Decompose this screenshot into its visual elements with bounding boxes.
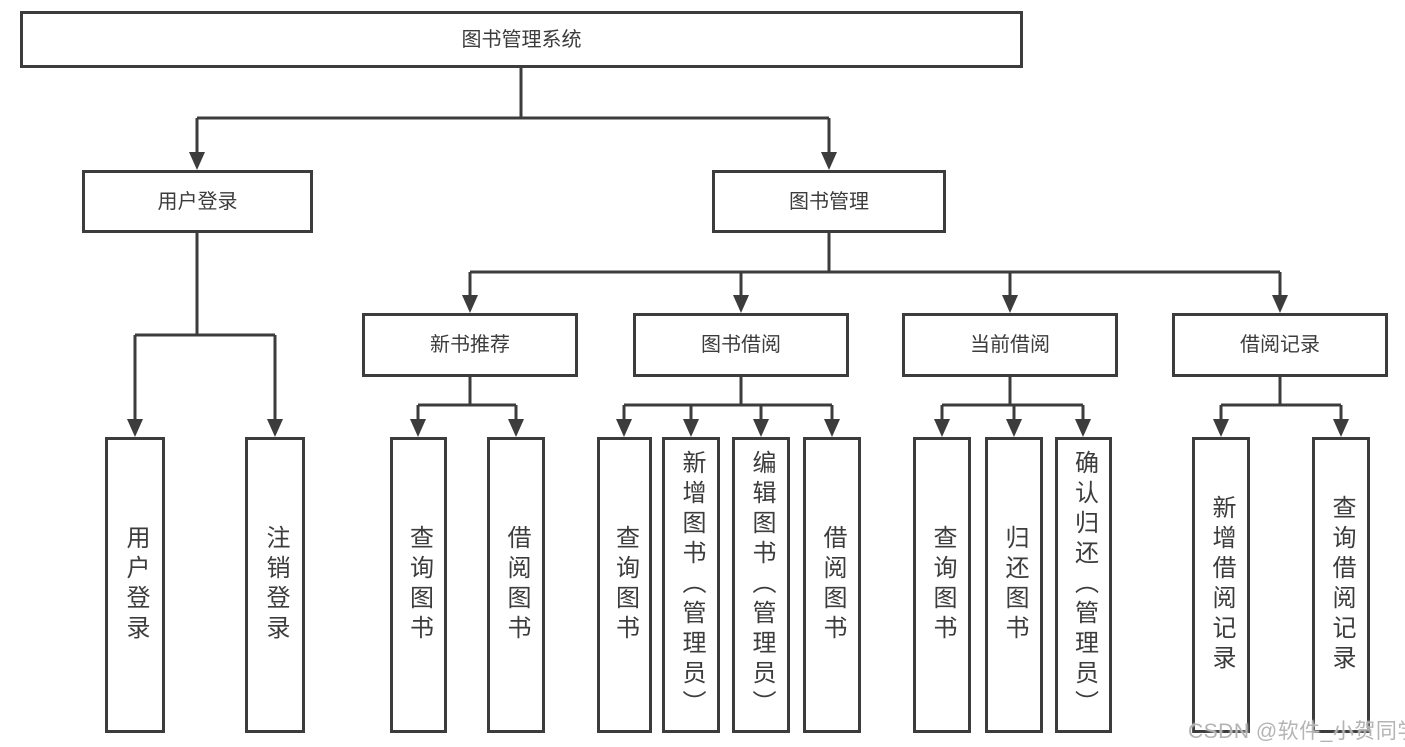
- node-root-library-system: 图书管理系统: [20, 11, 1023, 68]
- leaf-query-book-3: 查询图书: [913, 437, 971, 733]
- leaf-add-borrow-record: 新增借阅记录: [1192, 437, 1250, 733]
- watermark: CSDN @软件_小贺同学: [1188, 720, 1405, 743]
- node-borrow-record: 借阅记录: [1172, 313, 1388, 377]
- arrowhead-down-icon: [189, 152, 205, 170]
- node-book-borrow: 图书借阅: [633, 313, 849, 377]
- arrowhead-down-icon: [1213, 419, 1229, 437]
- leaf-add-book-admin: 新增图书（管理员）: [662, 437, 720, 733]
- arrowhead-down-icon: [1272, 295, 1288, 313]
- arrowhead-down-icon: [267, 419, 283, 437]
- tree-connector-path: [133, 68, 1343, 421]
- arrowhead-down-icon: [1333, 419, 1349, 437]
- arrowhead-down-icon: [1075, 419, 1091, 437]
- arrowhead-down-icon: [462, 295, 478, 313]
- arrowhead-down-icon: [127, 419, 143, 437]
- leaf-query-borrow-record: 查询借阅记录: [1312, 437, 1370, 733]
- arrowhead-down-icon: [683, 419, 699, 437]
- leaf-borrow-book-2: 借阅图书: [803, 437, 861, 733]
- leaf-user-login: 用户登录: [105, 437, 165, 733]
- leaf-query-book-1: 查询图书: [390, 437, 447, 733]
- arrowhead-down-icon: [616, 419, 632, 437]
- arrowhead-down-icon: [733, 295, 749, 313]
- arrowhead-down-icon: [1006, 419, 1022, 437]
- arrowhead-down-icon: [1002, 295, 1018, 313]
- leaf-return-book: 归还图书: [985, 437, 1043, 733]
- leaf-logout: 注销登录: [245, 437, 305, 733]
- arrowhead-down-icon: [821, 152, 837, 170]
- node-current-borrow: 当前借阅: [902, 313, 1118, 377]
- arrowhead-down-icon: [753, 419, 769, 437]
- node-user-login: 用户登录: [82, 170, 313, 233]
- leaf-confirm-return-admin: 确认归还（管理员）: [1055, 437, 1112, 733]
- arrowhead-down-icon: [508, 419, 524, 437]
- node-new-book-recommend: 新书推荐: [362, 313, 578, 377]
- arrowhead-down-icon: [934, 419, 950, 437]
- arrowhead-down-icon: [410, 419, 426, 437]
- leaf-query-book-2: 查询图书: [597, 437, 652, 733]
- node-book-management: 图书管理: [712, 170, 946, 233]
- arrowhead-down-icon: [824, 419, 840, 437]
- leaf-edit-book-admin: 编辑图书（管理员）: [732, 437, 790, 733]
- leaf-borrow-book-1: 借阅图书: [487, 437, 545, 733]
